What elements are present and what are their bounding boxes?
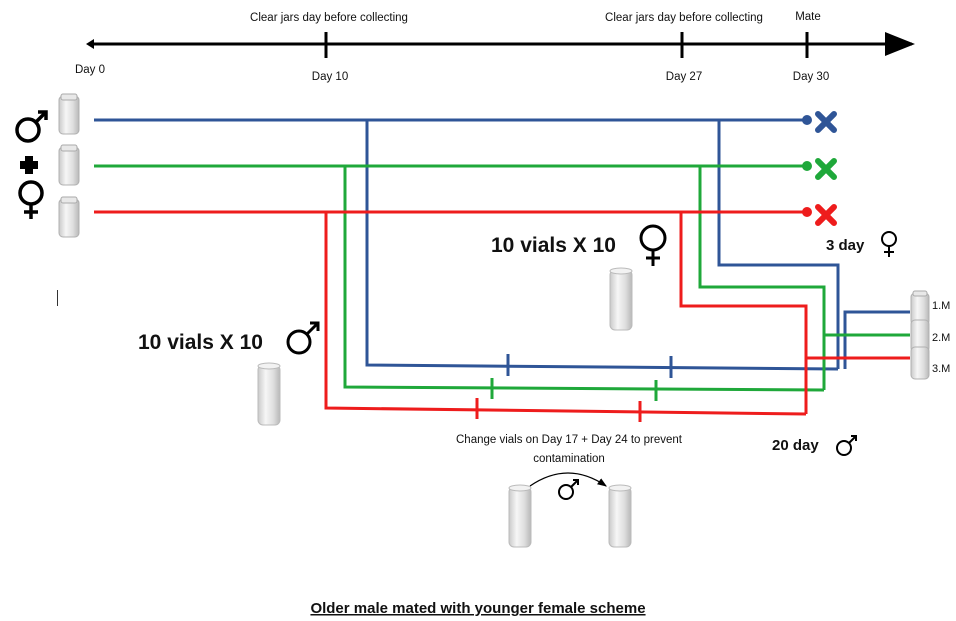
note-day10: Clear jars day before collecting	[250, 12, 408, 24]
vial-icon	[609, 485, 631, 547]
male-symbol-icon	[837, 436, 856, 455]
mating-jars: 1.M 2.M 3.M	[911, 291, 950, 379]
text-cursor	[57, 290, 58, 306]
start-jars	[59, 94, 79, 237]
timeline: Day 0 Day 10 Day 27 Day 30 Clear jars da…	[75, 11, 912, 83]
cross-icon	[818, 161, 834, 177]
jar2-label: 2.M	[932, 332, 950, 344]
jar-icon	[59, 197, 79, 237]
change-vials-note-line2: contamination	[533, 453, 605, 465]
vial-icon	[610, 268, 632, 330]
green-endpoint	[802, 161, 812, 171]
jar-icon	[59, 145, 79, 185]
female-symbol-icon	[641, 226, 665, 266]
vial-icon	[258, 363, 280, 425]
male-symbol-icon	[17, 112, 46, 141]
red-endpoint	[802, 207, 812, 217]
diagram-title: Older male mated with younger female sch…	[310, 600, 645, 617]
male-age-label: 20 day	[772, 437, 819, 454]
change-vials-note-line1: Change vials on Day 17 + Day 24 to preve…	[456, 434, 683, 446]
female-age-label: 3 day	[826, 237, 865, 254]
male-symbol-icon	[288, 323, 318, 353]
jar3-label: 3.M	[932, 363, 950, 375]
male-vials-label: 10 vials X 10	[138, 331, 263, 354]
female-symbol-icon	[20, 182, 42, 219]
plus-icon	[20, 156, 38, 174]
note-day30: Mate	[795, 11, 821, 23]
parent-symbols	[17, 112, 46, 219]
jar1-label: 1.M	[932, 300, 950, 312]
jar-icon	[59, 94, 79, 134]
day27-label: Day 27	[666, 71, 702, 83]
timeline-start-arrow	[86, 39, 94, 49]
female-symbol-icon	[882, 232, 896, 257]
transfer-arrow	[530, 473, 606, 486]
cross-icon	[818, 114, 834, 130]
jar-icon	[911, 347, 929, 379]
cross-icon	[818, 207, 834, 223]
vial-icon	[509, 485, 531, 547]
day30-label: Day 30	[793, 71, 829, 83]
day0-label: Day 0	[75, 64, 105, 76]
note-day27: Clear jars day before collecting	[605, 12, 763, 24]
day10-label: Day 10	[312, 71, 348, 83]
female-vials-label: 10 vials X 10	[491, 234, 616, 257]
male-symbol-icon	[559, 480, 578, 499]
blue-endpoint	[802, 115, 812, 125]
